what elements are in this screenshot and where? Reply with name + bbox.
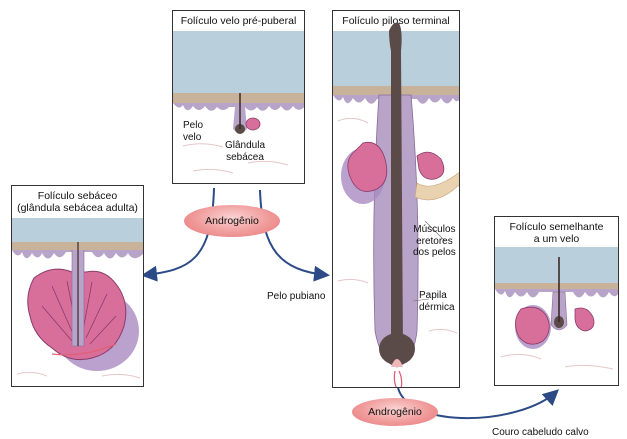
label-vellus-hair: Pelo velo <box>183 120 203 143</box>
sebaceous-illustration <box>12 186 144 387</box>
terminal-hair-shaft <box>389 23 403 351</box>
arrow-to-terminal <box>260 190 326 275</box>
sebaceous-gland-vellus-like <box>515 307 549 344</box>
androgen-badge-top: Androgênio <box>184 205 280 237</box>
androgen-badge-bottom: Androgênio <box>352 398 438 426</box>
vellus-like-illustration <box>495 217 619 386</box>
sebaceous-gland-small <box>246 118 260 130</box>
label-pubic-hair: Pelo pubiano <box>267 291 325 303</box>
panel-terminal-follicle: Folículo piloso terminal Músculos eretor… <box>332 10 460 388</box>
panel-vellus-like-follicle: Folículo semelhante a um velo <box>494 216 619 386</box>
panel-sebaceous-follicle: Folículo sebáceo (glândula sebácea adult… <box>11 185 144 387</box>
label-bald-scalp: Couro cabeludo calvo <box>492 427 589 439</box>
label-arrector-pili: Músculos eretores dos pelos <box>413 224 456 259</box>
sebaceous-gland-terminal <box>348 142 387 191</box>
label-sebaceous-gland: Glândula sebácea <box>225 140 265 163</box>
panel-vellus-follicle: Folículo velo pré-puberal Pelo velo Glân… <box>172 10 305 184</box>
terminal-illustration <box>333 11 460 388</box>
label-dermal-papilla: Papila dérmica <box>419 290 455 313</box>
